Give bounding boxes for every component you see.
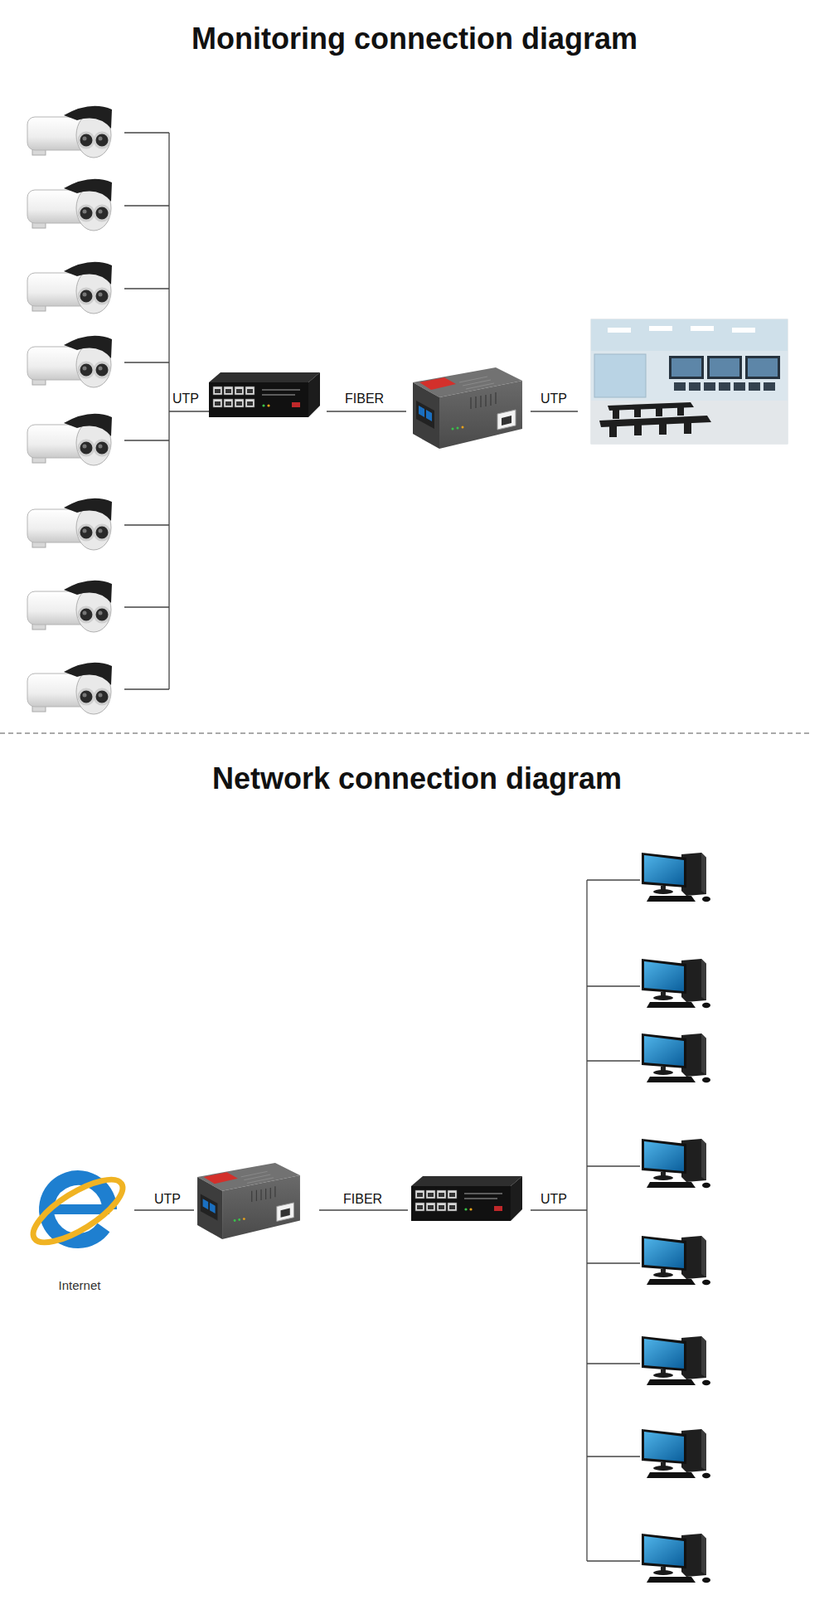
cable-label: FIBER bbox=[344, 391, 384, 407]
cable-label: UTP bbox=[540, 391, 568, 407]
internet-node: Internet bbox=[25, 1157, 134, 1292]
cable-label: UTP bbox=[154, 1191, 181, 1207]
switch-device bbox=[208, 372, 320, 417]
monitoring-room bbox=[591, 319, 788, 444]
separator-line bbox=[0, 732, 811, 734]
cable-label: FIBER bbox=[343, 1191, 383, 1207]
computer-group bbox=[641, 852, 711, 1582]
switch-device bbox=[411, 1175, 523, 1221]
wiring bbox=[124, 132, 640, 1561]
node-label: Internet bbox=[58, 1277, 102, 1292]
internet-icon bbox=[24, 1167, 131, 1253]
diagram-title: Monitoring connection diagram bbox=[0, 21, 829, 56]
cable-label: UTP bbox=[172, 391, 199, 407]
section-title: Network connection diagram bbox=[0, 761, 829, 796]
camera-group bbox=[27, 106, 112, 714]
media-converter bbox=[197, 1162, 301, 1239]
cable-label: UTP bbox=[540, 1191, 568, 1207]
media-converter bbox=[412, 367, 523, 449]
